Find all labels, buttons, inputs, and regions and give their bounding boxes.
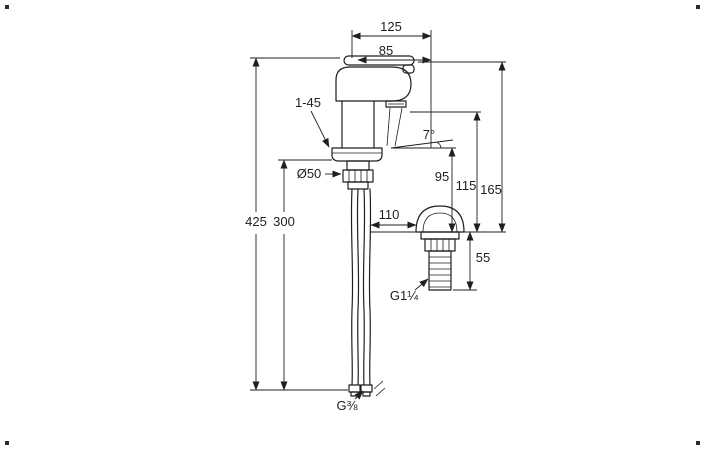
hose-tip-right — [362, 391, 371, 397]
corner-mark-br — [696, 441, 700, 445]
faucet-lever-tip — [402, 64, 415, 74]
drain-nut — [424, 238, 456, 252]
thread-g3-eighth: G⅜ — [337, 390, 364, 413]
corner-marks — [5, 5, 700, 445]
dim-125: 125 — [351, 19, 432, 148]
corner-mark-tr — [696, 5, 700, 9]
dim-85-label: 85 — [379, 43, 393, 58]
dim-1-45-leader — [310, 110, 330, 148]
drain-flange — [420, 231, 460, 240]
thread-g3-eighth-leader — [354, 390, 364, 400]
dim-300-label: 300 — [273, 214, 295, 229]
dim-7deg-label: 7° — [423, 127, 435, 142]
drain-thread-body — [428, 250, 452, 291]
dim-110-label: 110 — [379, 207, 400, 222]
dim-7deg-angle-line — [390, 139, 454, 149]
supply-hose-right — [362, 188, 372, 386]
corner-mark-tl — [5, 5, 9, 9]
dim-7deg-arc — [436, 142, 442, 149]
hose-tip-left — [350, 391, 359, 397]
faucet-spout-head — [335, 66, 412, 102]
faucet-nut-hatch — [348, 170, 368, 182]
faucet-mounting-nut — [342, 169, 374, 183]
dim-55-label: 55 — [476, 250, 490, 265]
dim-7deg: 7° — [390, 127, 456, 149]
thread-g1-quarter: G1¼ — [390, 278, 429, 303]
drain-assembly — [415, 205, 465, 291]
supply-hoses — [348, 188, 386, 397]
faucet-shank — [346, 160, 370, 171]
drain-thread-lines — [429, 256, 451, 288]
dim-55: 55 — [453, 231, 490, 291]
supply-hose-left — [350, 188, 360, 386]
water-stream-lines — [386, 107, 403, 147]
dim-165: 165 — [418, 61, 506, 233]
dim-115-label: 115 — [456, 178, 477, 193]
dim-125-label: 125 — [380, 19, 402, 34]
faucet-shank-lower — [347, 181, 369, 190]
dim-110: 110 — [370, 207, 417, 229]
dim-300: 300 — [250, 159, 348, 391]
faucet-base-flange — [331, 147, 383, 162]
dim-425-label: 425 — [245, 214, 267, 229]
corner-mark-bl — [5, 441, 9, 445]
faucet-outline — [331, 55, 415, 397]
hose-connector-left — [348, 384, 361, 393]
dim-85: 85 — [357, 43, 432, 64]
dim-115: 115 — [410, 111, 481, 233]
thread-g1-quarter-label: G1¼ — [390, 288, 418, 303]
thread-g3-eighth-label: G⅜ — [337, 398, 358, 413]
drain-nut-hatch — [430, 239, 450, 251]
thread-g1-quarter-leader — [414, 278, 429, 291]
dim-d50-label: Ø50 — [297, 166, 322, 181]
faucet-aerator — [385, 100, 407, 108]
faucet-column — [341, 100, 375, 149]
dim-95-label: 95 — [435, 169, 449, 184]
dim-425: 425 — [245, 57, 340, 391]
dim-1-45: 1-45 — [295, 95, 330, 148]
dim-1-45-label: 1-45 — [295, 95, 321, 110]
dim-diameter-50: Ø50 — [297, 166, 342, 181]
dim-165-label: 165 — [480, 182, 502, 197]
dim-95: 95 — [435, 147, 456, 233]
hose-thread-ticks — [373, 380, 386, 397]
